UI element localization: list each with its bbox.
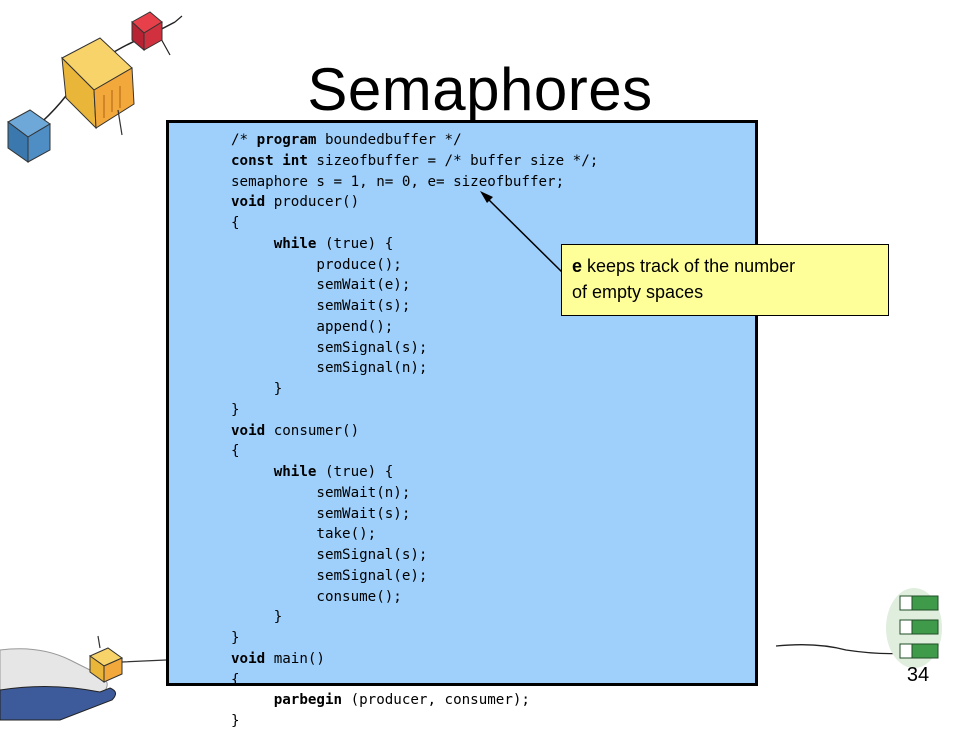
code-line: void main() (231, 649, 598, 670)
code-text: semSignal(s); (231, 339, 428, 356)
slide-title: Semaphores (307, 56, 653, 123)
code-text: sizeofbuffer = /* buffer size */; (307, 152, 599, 169)
code-keyword: void (231, 422, 266, 439)
stack-decoration-icon (775, 588, 942, 668)
code-listing: /* program boundedbuffer */const int siz… (231, 130, 598, 732)
small-yellow-cube-icon (88, 647, 124, 683)
code-line: while (true) { (231, 462, 598, 483)
callout-text-line1: keeps track of the number (582, 256, 796, 276)
code-text: semSignal(e); (231, 567, 428, 584)
code-text: } (231, 630, 240, 646)
code-line: const int sizeofbuffer = /* buffer size … (231, 151, 598, 172)
callout-box: e keeps track of the number of empty spac… (561, 244, 889, 316)
code-text: { (231, 443, 240, 460)
code-text: semWait(s); (231, 505, 411, 522)
code-text: semWait(s); (231, 298, 411, 314)
callout-text-line2: of empty spaces (572, 282, 704, 302)
code-line: } (231, 379, 598, 400)
code-text: (true) { (316, 235, 394, 252)
code-text: consume(); (231, 588, 402, 605)
code-line: void producer() (231, 192, 598, 213)
code-line: semWait(e); (231, 275, 598, 296)
code-line: semSignal(s); (231, 545, 598, 566)
code-text: /* (231, 132, 257, 148)
code-text: (producer, consumer); (342, 692, 530, 709)
code-text: } (231, 401, 240, 418)
code-line: semWait(n); (231, 483, 598, 504)
code-text: { (231, 671, 240, 688)
code-line: produce(); (231, 255, 598, 276)
code-keyword: void (231, 650, 266, 667)
page-number: 34 (906, 664, 930, 686)
code-text: } (231, 609, 283, 626)
code-keyword: const (231, 152, 274, 169)
code-text: { (231, 215, 240, 231)
code-line: semWait(s); (231, 296, 598, 317)
code-line: { (231, 213, 598, 234)
code-text: } (231, 381, 283, 397)
code-line: consume(); (231, 587, 598, 608)
code-text: consumer() (265, 422, 360, 439)
code-text: boundedbuffer */ (316, 132, 462, 148)
code-text: semSignal(n); (231, 360, 428, 377)
code-keyword: while (273, 464, 317, 480)
code-line: } (231, 628, 598, 649)
code-line: semWait(s); (231, 504, 598, 525)
hand-cube-decoration-icon (0, 635, 167, 721)
code-line: { (231, 441, 598, 462)
code-line: semSignal(s); (231, 338, 598, 359)
code-line: /* program boundedbuffer */ (231, 130, 598, 151)
code-line: } (231, 607, 598, 628)
code-line: take(); (231, 524, 598, 545)
code-keyword: int (282, 152, 308, 169)
code-text: produce(); (231, 256, 402, 273)
code-text: semSignal(s); (231, 547, 428, 563)
green-block-1-icon (899, 595, 939, 611)
code-line: while (true) { (231, 234, 598, 255)
code-line: semaphore s = 1, n= 0, e= sizeofbuffer; (231, 172, 598, 193)
green-block-3-icon (899, 643, 939, 659)
code-panel: /* program boundedbuffer */const int siz… (166, 120, 758, 729)
blue-cube-icon (7, 109, 51, 163)
code-keyword: parbegin (273, 692, 343, 709)
code-text: producer() (265, 194, 360, 211)
code-line: } (231, 400, 598, 421)
code-text: take(); (231, 526, 377, 543)
code-keyword: while (273, 235, 317, 252)
code-keyword: program (256, 132, 317, 148)
code-text: (true) { (316, 464, 394, 480)
cube-wire-decoration-icon (7, 11, 183, 163)
code-keyword: void (231, 194, 266, 211)
red-cube-icon (131, 11, 163, 52)
code-line: append(); (231, 317, 598, 338)
yellow-cube-icon (61, 37, 135, 130)
code-text: main() (265, 650, 325, 667)
green-block-2-icon (899, 619, 939, 635)
code-line: parbegin (producer, consumer); (231, 690, 598, 711)
code-text: append(); (231, 318, 394, 335)
code-text: semaphore s = 1, n= 0, e= sizeofbuffer; (231, 173, 565, 190)
code-line: { (231, 670, 598, 691)
code-text: semWait(e); (231, 277, 411, 294)
code-text: semWait(n); (231, 484, 411, 501)
callout-term: e (572, 256, 583, 276)
code-line: semSignal(e); (231, 566, 598, 587)
code-line: void consumer() (231, 421, 598, 442)
code-line: semSignal(n); (231, 358, 598, 379)
